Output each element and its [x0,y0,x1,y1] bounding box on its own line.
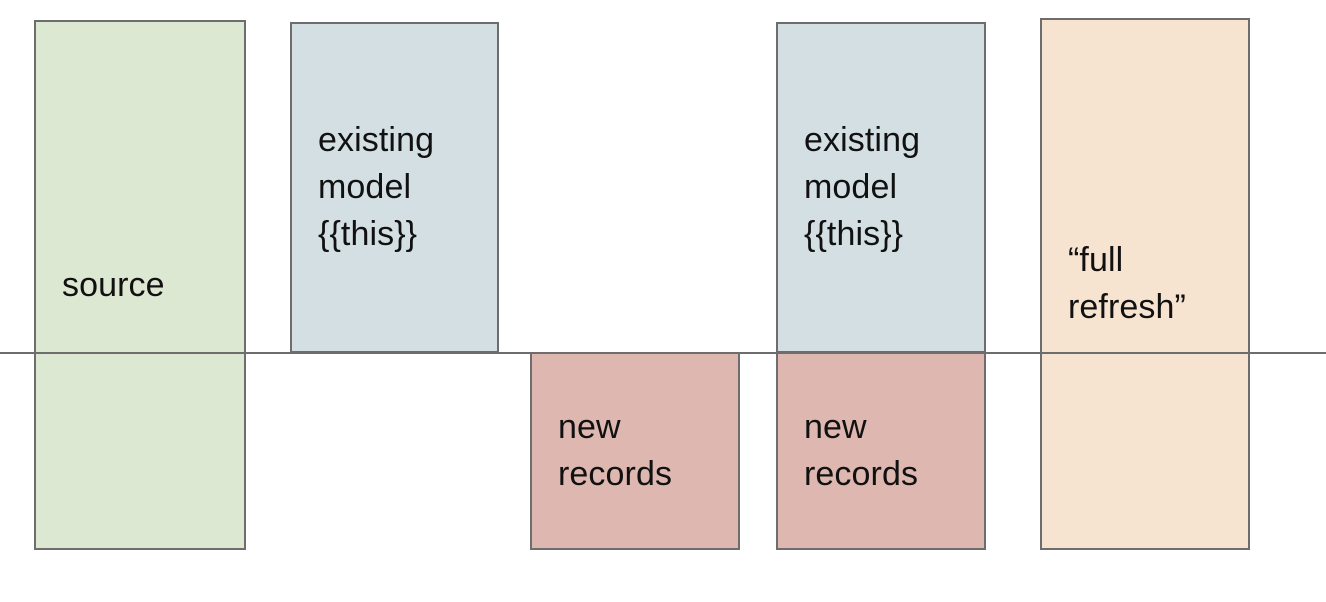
box-full-refresh-label: “full refresh” [1068,241,1186,326]
box-new-records-2-label: new records [804,408,919,493]
box-new-records-1-label: new records [558,408,673,493]
horizontal-divider-line [0,352,1326,354]
box-new-records-2[interactable]: new records [776,352,986,550]
box-source[interactable]: source [34,20,246,550]
box-new-records-1[interactable]: new records [530,352,740,550]
box-existing-model-2-label: existing model {{this}} [804,121,921,253]
box-existing-model-2[interactable]: existing model {{this}} [776,22,986,353]
box-existing-model-1-label: existing model {{this}} [318,121,435,253]
box-existing-model-1[interactable]: existing model {{this}} [290,22,499,353]
box-source-label: source [62,265,165,304]
box-full-refresh[interactable]: “full refresh” [1040,18,1250,550]
